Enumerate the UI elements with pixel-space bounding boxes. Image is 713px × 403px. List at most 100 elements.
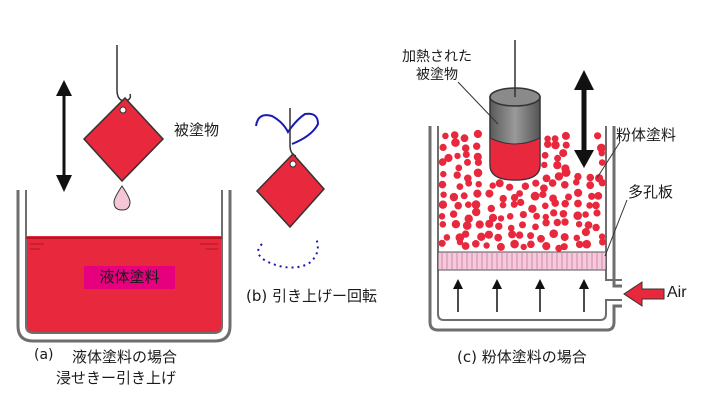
- powder-particle: [575, 240, 584, 249]
- powder-particle: [460, 134, 469, 143]
- powder-particle: [542, 213, 549, 221]
- powder-particle: [528, 204, 537, 213]
- powder-particle: [532, 223, 539, 231]
- powder-particle: [551, 199, 559, 207]
- powder-particle: [484, 230, 493, 239]
- caption-a-marker: (a): [34, 347, 54, 363]
- powder-particle: [598, 150, 605, 157]
- powder-particle: [554, 172, 564, 181]
- powder-particle: [473, 142, 481, 150]
- powder-particle: [581, 228, 591, 237]
- powder-particle: [474, 158, 482, 166]
- powder-particle: [461, 242, 470, 250]
- leader-powder: [596, 141, 621, 179]
- leader-heated-object: [457, 81, 499, 125]
- powder-particle: [494, 233, 503, 242]
- powder-particle: [561, 168, 571, 177]
- powder-particle: [472, 207, 481, 217]
- hanging-wire: [289, 108, 297, 157]
- powder-particle: [542, 242, 551, 251]
- heated-object: [489, 40, 541, 181]
- powder-particle: [464, 214, 473, 223]
- powder-particle: [597, 143, 606, 153]
- powder-paint-label: 粉体塗料: [616, 126, 677, 144]
- powder-particle: [594, 192, 603, 200]
- powder-particle: [465, 201, 472, 208]
- powder-particle: [530, 191, 540, 201]
- liquid-paint-label: 液体塗料: [84, 266, 175, 289]
- powder-particle: [443, 234, 451, 241]
- powder-particle: [573, 211, 582, 220]
- powder-particle: [462, 151, 470, 158]
- powder-particle: [499, 201, 507, 209]
- powder-particle: [598, 179, 606, 187]
- powder-particle: [456, 183, 464, 191]
- powder-particle: [438, 200, 448, 209]
- powder-particle: [507, 224, 515, 232]
- powder-particle: [574, 172, 582, 181]
- powder-particle: [586, 173, 595, 182]
- powder-particle: [542, 202, 549, 210]
- porous-plate-label: 多孔板: [628, 183, 674, 201]
- rotation-wire: [255, 112, 320, 145]
- powder-particle: [561, 199, 569, 208]
- powder-particle: [588, 192, 596, 200]
- powder-particle: [555, 244, 563, 252]
- powder-particle: [549, 229, 558, 238]
- powder-particle: [440, 170, 447, 178]
- leader-porous-plate: [604, 199, 628, 257]
- powder-particle: [506, 183, 514, 191]
- rotated-object: [255, 152, 326, 229]
- powder-particle: [515, 231, 524, 239]
- powder-particle: [551, 140, 560, 150]
- powder-particle: [542, 219, 550, 227]
- dipped-object: [82, 96, 165, 183]
- powder-particle: [553, 218, 561, 227]
- powder-particle: [438, 239, 446, 247]
- powder-particle: [559, 149, 568, 158]
- powder-particle: [510, 200, 518, 208]
- powder-particle: [561, 218, 569, 226]
- powder-particle: [532, 179, 540, 187]
- powder-particle: [495, 222, 503, 230]
- powder-particle: [533, 212, 540, 220]
- powder-particle: [473, 152, 482, 161]
- powder-particle: [449, 192, 459, 202]
- powder-particle: [519, 221, 526, 229]
- powder-particle: [454, 201, 463, 210]
- powder-particle: [461, 144, 470, 152]
- powder-particle: [599, 238, 607, 246]
- powder-particle: [471, 200, 481, 209]
- powder-particle: [592, 201, 600, 210]
- powder-particle: [439, 143, 447, 151]
- powder-particle: [541, 161, 548, 169]
- powder-particle: [521, 182, 530, 190]
- up-down-arrow-c: [574, 70, 594, 168]
- powder-particle: [483, 242, 490, 249]
- caption-a-line2: 浸せきー引き上げ: [56, 369, 177, 387]
- powder-particle: [527, 232, 535, 240]
- powder-particle: [485, 189, 494, 198]
- powder-particle: [489, 182, 496, 189]
- powder-particle: [539, 190, 547, 199]
- powder-particle: [506, 213, 514, 220]
- powder-particle: [565, 193, 572, 201]
- powder-particle: [560, 243, 568, 251]
- powder-particle: [584, 221, 593, 230]
- object-label: 被塗物: [174, 121, 220, 139]
- powder-particle: [438, 213, 446, 220]
- powder-particle: [582, 211, 589, 218]
- powder-particle: [488, 213, 498, 222]
- powder-particle: [450, 131, 459, 139]
- powder-particle: [575, 221, 583, 228]
- powder-particle: [544, 140, 552, 148]
- powder-particle: [527, 240, 535, 249]
- powder-particle: [464, 158, 471, 166]
- powder-particle: [520, 243, 527, 251]
- powder-particle: [541, 151, 549, 159]
- powder-particle: [475, 181, 482, 188]
- powder-particle: [451, 220, 461, 229]
- caption-b: (b) 引き上げー回転: [246, 287, 377, 305]
- powder-particle: [598, 159, 606, 166]
- porous-plate: [437, 251, 607, 271]
